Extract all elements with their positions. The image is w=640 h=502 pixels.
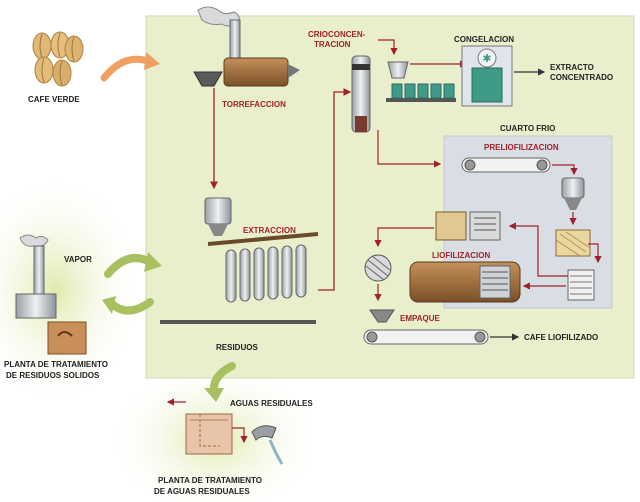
svg-text:✱: ✱ [482, 52, 491, 65]
packing-conveyor-icon [363, 309, 489, 345]
exchange-arrowhead-in [144, 252, 162, 272]
flow-prelio-to-grinder [552, 164, 578, 176]
flow-sieve-to-trays [588, 243, 602, 264]
cryoconcentration-column-icon [351, 55, 371, 133]
label-cuarto-frio: CUARTO FRIO [500, 124, 555, 133]
grinder-icon [561, 177, 585, 210]
feed-arrow [100, 55, 154, 82]
sieve-icon [555, 229, 591, 257]
flow-to-discharge [232, 427, 248, 444]
label-torrefaccion: TORREFACCION [222, 100, 286, 109]
label-empaque: EMPAQUE [400, 314, 441, 323]
tray-rack-icon [567, 269, 595, 301]
freezing-tank-icon: ✱ [461, 45, 513, 107]
label-crioconcentracion-2: TRACION [314, 40, 351, 49]
exchange-arrowhead-out [102, 296, 116, 314]
label-planta-aguas-1: PLANTA DE TRATAMIENTO [158, 476, 262, 485]
label-concentrado: CONCENTRADO [550, 73, 613, 82]
freeze-dryer-icon [409, 261, 521, 303]
label-liofilizacion: LIOFILIZACION [432, 251, 490, 260]
roaster-machine-icon [193, 6, 300, 87]
cryo-conveyor-icon [386, 61, 456, 102]
flow-extraction-to-cryo [318, 88, 352, 291]
water-arrowhead [204, 388, 224, 402]
boiler-chimney-icon [15, 234, 87, 355]
flow-cryo-to-conveyor [378, 39, 398, 56]
label-residuos: RESIDUOS [216, 343, 258, 352]
label-crioconcentracion-1: CRIOCONCEN- [308, 30, 366, 39]
label-vapor: VAPOR [64, 255, 92, 264]
water-discharge-icon [251, 425, 284, 465]
label-preliofilizacion: PRELIOFILIZACION [484, 143, 559, 152]
label-cafe-verde: CAFE VERDE [28, 95, 80, 104]
label-extracto: EXTRACTO [550, 63, 594, 72]
label-extraccion: EXTRACCION [243, 226, 296, 235]
label-aguas-residuales: AGUAS RESIDUALES [230, 399, 313, 408]
label-planta-aguas-2: DE AGUAS RESIDUALES [154, 487, 250, 496]
tray-carts-icon [435, 211, 501, 241]
label-congelacion: CONGELACION [454, 35, 514, 44]
flow-trays-to-loading [508, 222, 568, 277]
flow-to-mill [374, 227, 434, 248]
label-planta-solidos-2: DE RESIDUOS SOLIDOS [6, 371, 100, 380]
label-planta-solidos-1: PLANTA DE TRATAMIENTO [4, 360, 108, 369]
mill-icon [364, 254, 392, 282]
extraction-columns-icon [160, 197, 319, 324]
exchange-arrow-out [108, 298, 154, 315]
water-treatment-plant-icon [185, 413, 233, 455]
solid-waste-glow [0, 170, 145, 410]
flow-cryo-to-prelio [377, 130, 442, 168]
feed-arrowhead [144, 52, 160, 70]
coffee-beans-icon [32, 31, 84, 87]
prelio-belt-icon [461, 157, 551, 173]
label-cafe-liofilizado: CAFE LIOFILIZADO [524, 333, 598, 342]
